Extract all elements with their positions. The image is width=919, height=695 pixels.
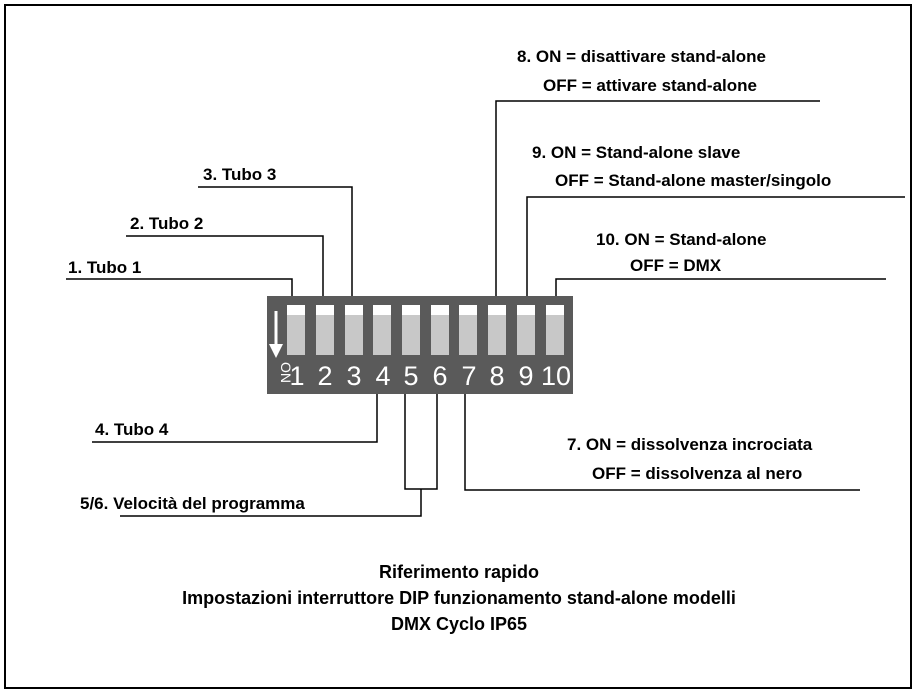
leader-bracket-5-6 <box>404 394 438 490</box>
switch-knob-7 <box>459 305 477 315</box>
switch-knob-1 <box>287 305 305 315</box>
caption-subtitle: Impostazioni interruttore DIP funzioname… <box>182 588 736 608</box>
switch-number-10: 10 <box>541 361 571 391</box>
on-arrow-icon <box>269 311 283 358</box>
switch-number-4: 4 <box>375 361 390 391</box>
switch-number-2: 2 <box>317 361 332 391</box>
label-sw10-on: 10. ON = Stand-alone <box>596 230 767 249</box>
switch-slot-8 <box>488 305 506 355</box>
label-sw9-off: OFF = Stand-alone master/singolo <box>555 171 831 190</box>
switch-slot-2 <box>316 305 334 355</box>
leader-line-sw9 <box>526 196 905 296</box>
caption-title: Riferimento rapido <box>379 562 539 582</box>
label-sw10-off: OFF = DMX <box>630 256 722 275</box>
switch-slot-6 <box>431 305 449 355</box>
leader-line-sw8 <box>495 100 820 296</box>
switch-slot-3 <box>345 305 363 355</box>
switch-knob-2 <box>316 305 334 315</box>
switch-number-1: 1 <box>289 361 304 391</box>
label-tubo4: 4. Tubo 4 <box>95 420 169 439</box>
switch-knob-8 <box>488 305 506 315</box>
switch-slots <box>287 305 564 355</box>
switch-knob-3 <box>345 305 363 315</box>
switch-number-7: 7 <box>461 361 476 391</box>
switch-number-6: 6 <box>432 361 447 391</box>
leader-line-sw7 <box>464 394 860 491</box>
switch-knob-6 <box>431 305 449 315</box>
label-sw7-on: 7. ON = dissolvenza incrociata <box>567 435 813 454</box>
caption-model: DMX Cyclo IP65 <box>391 614 527 634</box>
label-sw8-off: OFF = attivare stand-alone <box>543 76 757 95</box>
label-tubo2: 2. Tubo 2 <box>130 214 203 233</box>
switch-knob-9 <box>517 305 535 315</box>
switch-knob-4 <box>373 305 391 315</box>
leader-line-velocita <box>120 489 422 517</box>
leader-line-tubo2 <box>126 235 324 296</box>
label-velocita: 5/6. Velocità del programma <box>80 494 305 513</box>
leader-line-tubo1 <box>66 278 293 296</box>
switch-slot-10 <box>546 305 564 355</box>
switch-slot-1 <box>287 305 305 355</box>
leader-line-sw10 <box>555 278 886 296</box>
switch-knob-5 <box>402 305 420 315</box>
switch-slot-7 <box>459 305 477 355</box>
label-sw8-on: 8. ON = disattivare stand-alone <box>517 47 766 66</box>
on-label: ON <box>278 362 294 383</box>
switch-slot-4 <box>373 305 391 355</box>
switch-knob-10 <box>546 305 564 315</box>
label-sw7-off: OFF = dissolvenza al nero <box>592 464 802 483</box>
switch-number-5: 5 <box>403 361 418 391</box>
label-tubo1: 1. Tubo 1 <box>68 258 141 277</box>
switch-number-8: 8 <box>489 361 504 391</box>
switch-number-9: 9 <box>518 361 533 391</box>
leader-line-tubo4 <box>92 394 378 443</box>
switch-slot-9 <box>517 305 535 355</box>
switch-slot-5 <box>402 305 420 355</box>
leader-line-tubo3 <box>198 186 353 296</box>
label-tubo3: 3. Tubo 3 <box>203 165 276 184</box>
switch-number-3: 3 <box>346 361 361 391</box>
label-sw9-on: 9. ON = Stand-alone slave <box>532 143 740 162</box>
